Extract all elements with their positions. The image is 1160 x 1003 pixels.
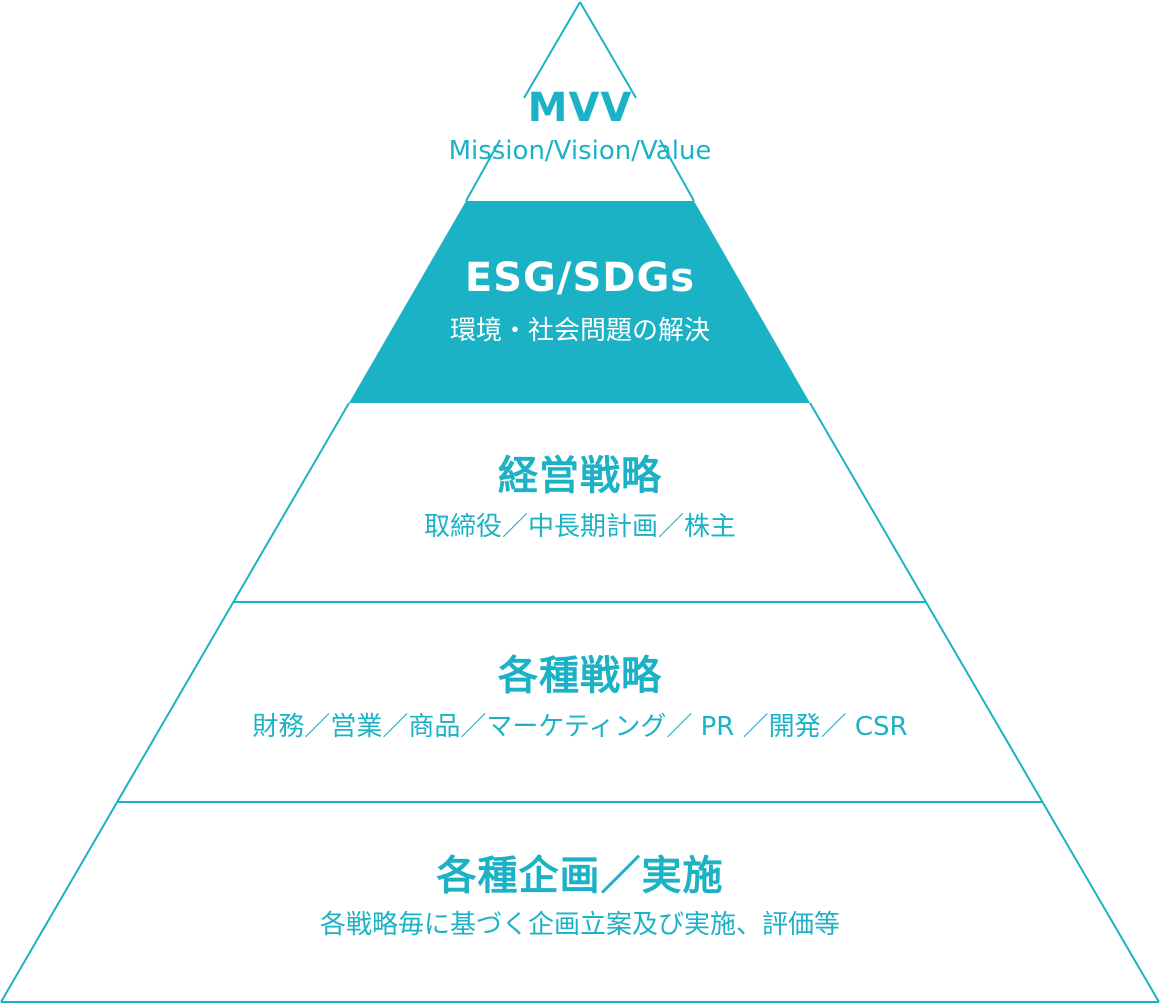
- tier-planning-execution: 各種企画／実施 各戦略毎に基づく企画立案及び実施、評価等: [0, 852, 1160, 942]
- pyramid-left-edge-mid: [465, 139, 501, 202]
- tier-subtitle: 財務／営業／商品／マーケティング／ PR ／開発／ CSR: [252, 712, 908, 742]
- tier-subtitle: Mission/Vision/Value: [448, 136, 712, 166]
- pyramid-right-edge-bottom: [809, 402, 1160, 1003]
- tier-esg-sdgs: ESG/SDGs 環境・社会問題の解決: [0, 254, 1160, 348]
- tier-title: 経営戦略: [498, 453, 662, 499]
- pyramid-left-edge-bottom: [0, 402, 350, 1003]
- tier-title: MVV: [527, 85, 633, 131]
- tier-subtitle: 環境・社会問題の解決: [449, 316, 710, 346]
- tier-management-strategy: 経営戦略 取締役／中長期計画／株主: [0, 452, 1160, 544]
- tier-department-strategies: 各種戦略 財務／営業／商品／マーケティング／ PR ／開発／ CSR: [0, 652, 1160, 744]
- tier-subtitle: 取締役／中長期計画／株主: [423, 512, 736, 542]
- tier-mvv: MVV Mission/Vision/Value: [0, 84, 1160, 168]
- pyramid-right-edge-top: [579, 1, 637, 99]
- pyramid-left-edge-top: [523, 1, 581, 99]
- esg-band-fill: [349, 201, 810, 403]
- pyramid-right-edge-mid: [659, 139, 695, 202]
- tier-title: 各種企画／実施: [436, 853, 724, 899]
- tier-title: 各種戦略: [498, 653, 662, 699]
- tier-title: ESG/SDGs: [464, 255, 696, 301]
- tier-subtitle: 各戦略毎に基づく企画立案及び実施、評価等: [319, 910, 840, 940]
